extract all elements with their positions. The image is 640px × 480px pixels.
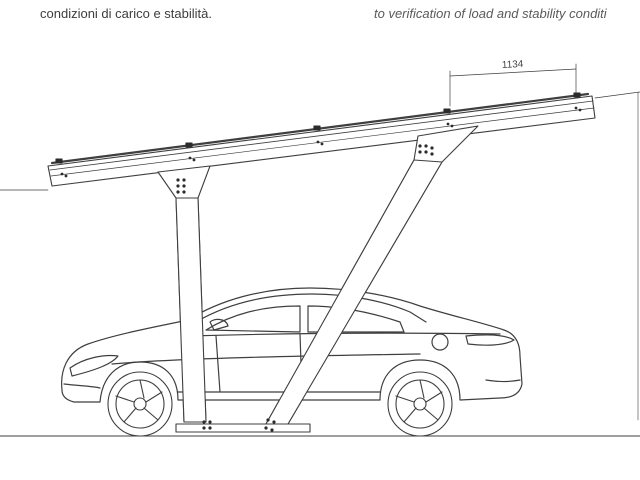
panel-clamps: [55, 92, 581, 164]
base-plate: [175, 423, 311, 433]
caption-english: to verification of load and stability co…: [374, 6, 607, 21]
roof-beam: [47, 92, 596, 187]
car: [61, 287, 523, 403]
front-wheel: [107, 371, 173, 437]
bolts: [60, 106, 582, 432]
dimension-label: 1134: [502, 59, 524, 71]
dimension-1134: [449, 63, 577, 107]
rear-wheel: [387, 371, 453, 437]
right-extension-line: [594, 91, 640, 99]
caption-italian: condizioni di carico e stabilità.: [40, 6, 212, 21]
